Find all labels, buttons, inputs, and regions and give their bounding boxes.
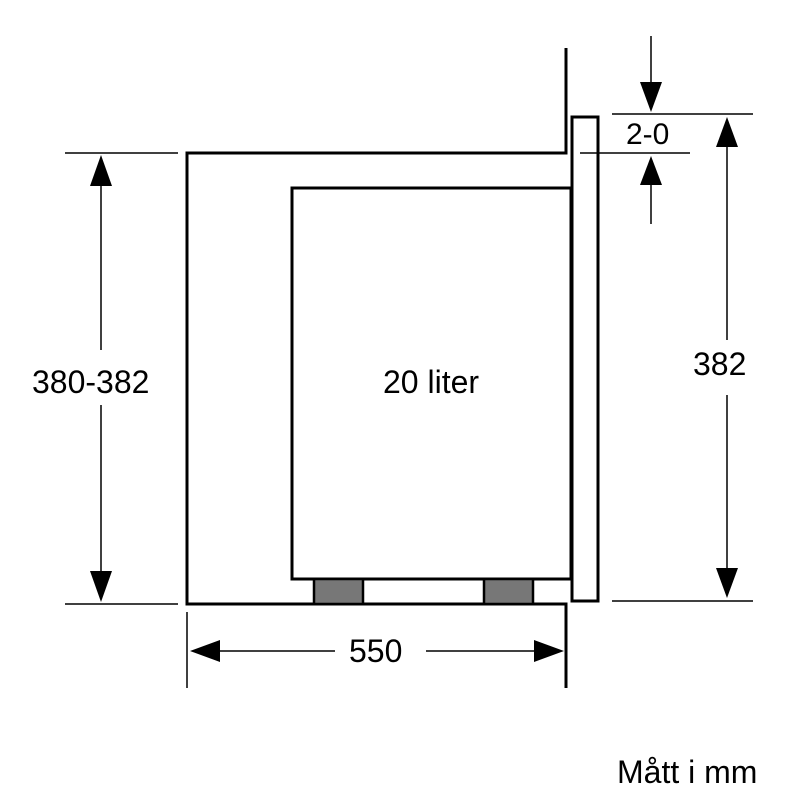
- appliance-body: [290, 186, 573, 581]
- units-note: Mått i mm: [617, 754, 758, 790]
- appliance-front-panel: [570, 115, 600, 603]
- dimension-niche-height: [65, 152, 178, 605]
- depth-label: 550: [349, 633, 403, 669]
- appliance-foot-right: [482, 577, 535, 606]
- capacity-label: 20 liter: [383, 364, 480, 400]
- dimension-depth: [186, 612, 564, 688]
- appliance-foot-left: [312, 577, 365, 606]
- niche-height-label: 380-382: [32, 364, 150, 400]
- appliance-height-label: 382: [693, 346, 747, 382]
- cabinet-outline: [185, 48, 568, 688]
- dimension-appliance-height: [612, 113, 753, 602]
- dimension-top-gap: [580, 36, 690, 224]
- top-gap-label: 2-0: [626, 118, 670, 151]
